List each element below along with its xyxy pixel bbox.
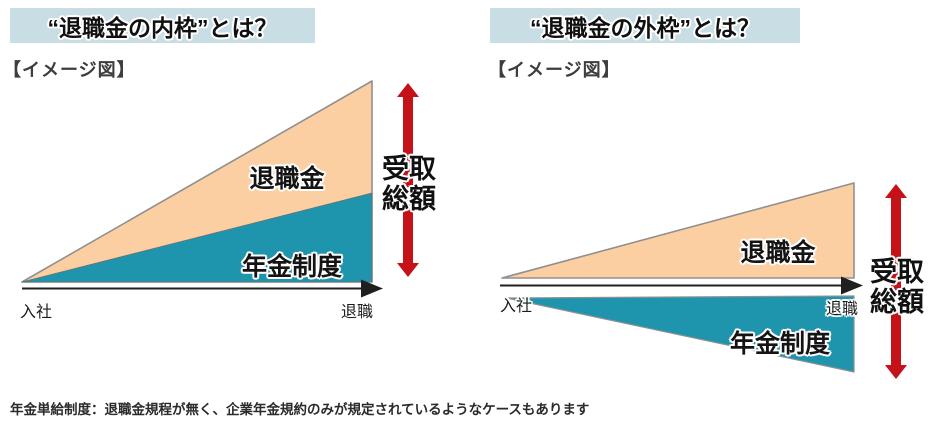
left-image-caption: 【イメージ図】 — [3, 60, 136, 80]
right-retirement-label: 退職金 — [740, 239, 816, 267]
right-axis-start-label: 入社 — [500, 298, 533, 315]
left-pension-label: 年金制度 — [241, 253, 343, 281]
right-total-amount-arrow — [885, 184, 907, 379]
right-retirement-triangle — [501, 182, 855, 279]
footnote-text: 年金単給制度：退職金規程が無く、企業年金規約のみが規定されているようなケースもあ… — [10, 402, 590, 417]
right-total-line2: 総額 — [870, 287, 924, 317]
left-axis-end-label: 退職 — [341, 304, 374, 321]
left-pension-triangle — [21, 192, 373, 283]
right-total-line1: 受取 — [870, 257, 924, 287]
left-axis-start-label: 入社 — [20, 304, 53, 321]
left-total-amount-label: 受取 総額 — [382, 154, 436, 214]
left-total-amount-arrow — [397, 83, 419, 277]
right-image-caption: 【イメージ図】 — [488, 60, 621, 80]
left-total-line2: 総額 — [382, 184, 436, 214]
left-total-line1: 受取 — [382, 154, 436, 184]
right-panel-title: “退職金の外枠”とは？ — [490, 8, 800, 43]
left-panel-title: “退職金の内枠”とは？ — [10, 8, 315, 43]
right-total-amount-label: 受取 総額 — [870, 257, 924, 317]
right-pension-triangle — [505, 295, 855, 373]
right-axis-end-label: 退職 — [826, 301, 859, 318]
right-pension-label: 年金制度 — [729, 330, 831, 358]
left-retirement-label: 退職金 — [249, 165, 325, 193]
